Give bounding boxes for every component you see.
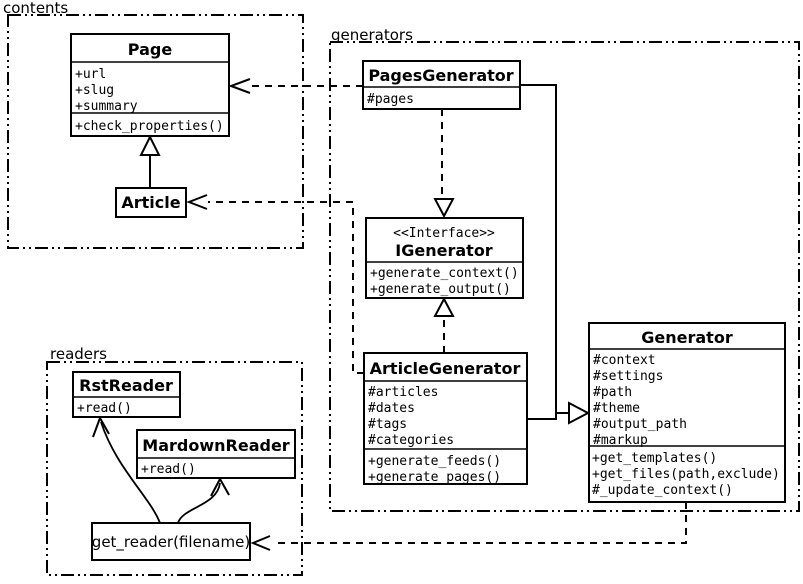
open-arrowhead-icon (250, 535, 271, 551)
class-method: +read() (77, 401, 132, 416)
class-attribute: #categories (368, 433, 454, 448)
class-rstreader: RstReader +read() (72, 371, 181, 418)
class-title: ArticleGenerator (370, 359, 521, 378)
class-method: +get_templates() (592, 451, 717, 466)
package-generators-border (329, 41, 800, 512)
class-method: +generate_feeds() (368, 454, 501, 469)
class-box (365, 217, 524, 299)
class-box (136, 429, 296, 479)
class-attribute: #theme (593, 401, 640, 416)
hollow-triangle-icon (433, 198, 455, 219)
class-title: Page (128, 40, 173, 59)
dependency-arrow-articlegenerator-article (186, 194, 364, 374)
class-box (115, 187, 187, 218)
class-title: MardownReader (142, 436, 290, 455)
class-mardownreader: MardownReader +read() (136, 429, 296, 479)
class-box (70, 33, 230, 137)
class-generator: Generator #context #settings #path #them… (588, 322, 786, 503)
realization-arrow-pagesgenerator-igenerator (433, 109, 455, 219)
class-articlegenerator: ArticleGenerator #articles #dates #tags … (363, 352, 528, 485)
class-title: RstReader (79, 376, 173, 395)
class-attribute: #markup (593, 433, 648, 448)
package-generators-label: generators (331, 26, 413, 44)
package-readers-label: readers (50, 345, 107, 363)
class-method: +generate_output() (370, 282, 511, 297)
class-method: +read() (141, 462, 196, 477)
class-attribute: #tags (368, 417, 407, 432)
class-title: PagesGenerator (368, 66, 513, 85)
class-attribute: #articles (368, 385, 438, 400)
realization-arrow-articlegenerator-igenerator (433, 296, 455, 353)
curved-line (100, 421, 161, 524)
dependency-line (272, 502, 687, 544)
package-readers-border (46, 361, 303, 576)
package-contents-label: contents (3, 0, 68, 17)
class-box (363, 352, 528, 485)
node-label: get_reader(filename) (92, 533, 250, 552)
node-box (91, 522, 251, 561)
class-igenerator: <<Interface>> IGenerator +generate_conte… (365, 217, 524, 299)
class-attribute: +slug (75, 83, 114, 98)
class-method: #_update_context() (592, 483, 733, 498)
node-getreader: get_reader(filename) (91, 522, 251, 561)
class-title: Article (121, 193, 180, 212)
dependency-arrow-pagesgenerator-page (228, 78, 363, 94)
class-article: Article (115, 187, 187, 218)
class-box (588, 322, 786, 503)
hollow-triangle-icon (433, 296, 455, 317)
dependency-line (208, 201, 364, 374)
generalization-line-pagesgenerator (520, 84, 569, 414)
hollow-triangle-icon (139, 134, 161, 156)
arrow-getreader-mardownreader (177, 476, 230, 524)
class-method: +check_properties() (75, 119, 224, 134)
open-arrowhead-icon (186, 194, 208, 210)
class-box (72, 371, 181, 418)
class-attribute: #context (593, 353, 656, 368)
class-attribute: #settings (593, 369, 663, 384)
dependency-arrow-generator-getreader (250, 502, 687, 551)
generalization-line-articlegenerator (527, 413, 557, 420)
package-contents-border (7, 14, 304, 249)
class-method: +get_files(path,exclude) (592, 467, 780, 482)
class-attribute: +summary (75, 99, 138, 114)
class-stereotype: <<Interface>> (393, 226, 495, 241)
class-method: +generate_pages() (368, 470, 501, 485)
curved-line (177, 482, 221, 524)
generalization-arrow-article-page (139, 134, 161, 188)
class-page: Page +url +slug +summary +check_properti… (70, 33, 230, 137)
class-attribute: #output_path (593, 417, 687, 432)
hollow-triangle-icon (568, 401, 591, 425)
open-arrowhead-icon (210, 476, 230, 497)
class-title: IGenerator (395, 241, 493, 260)
class-attribute: #path (593, 385, 632, 400)
class-pagesgenerator: PagesGenerator #pages (362, 60, 521, 110)
open-arrowhead-icon (92, 415, 110, 438)
class-method: +generate_context() (370, 266, 519, 281)
class-title: Generator (641, 328, 733, 347)
class-attribute: +url (75, 67, 106, 82)
open-arrowhead-icon (228, 78, 251, 94)
class-attribute: #pages (367, 92, 414, 107)
class-attribute: #dates (368, 401, 415, 416)
class-box (362, 60, 521, 110)
generalization-arrow-generators-generator (520, 84, 591, 425)
